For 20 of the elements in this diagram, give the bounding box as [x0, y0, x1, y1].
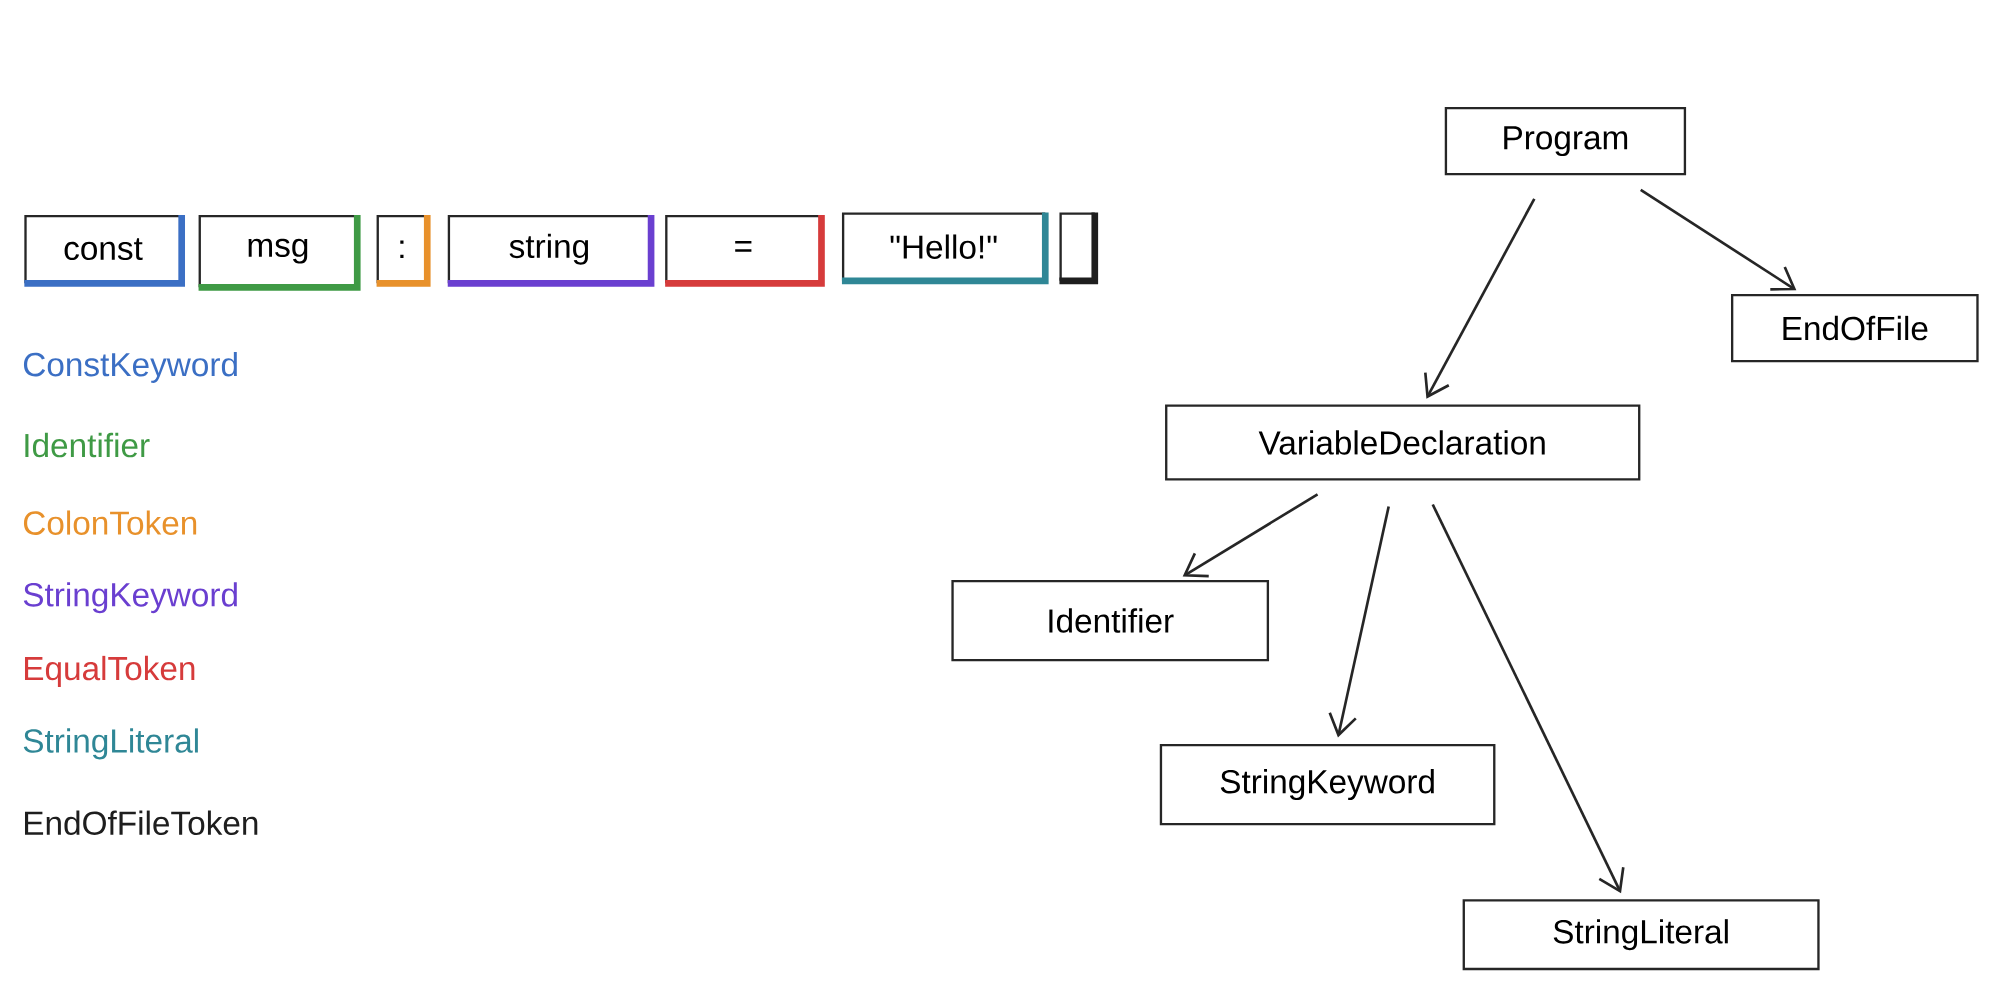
- tree-node-box: EndOfFile: [1731, 293, 1979, 363]
- arrow: [1182, 493, 1319, 578]
- tree-node-box: StringLiteral: [1462, 899, 1820, 971]
- arrow: [1640, 188, 1797, 291]
- tree-node-box: StringKeyword: [1159, 743, 1496, 826]
- legend-label: ColonToken: [23, 510, 197, 535]
- tree-node-box: Identifier: [951, 579, 1270, 662]
- empty-box: [1059, 212, 1099, 285]
- legend-label: StringKeyword: [23, 582, 237, 614]
- arrow: [1328, 506, 1390, 738]
- tree-node-box: VariableDeclaration: [1165, 404, 1641, 481]
- legend-label: EqualToken: [25, 655, 195, 687]
- legend-label: Identifier: [25, 432, 150, 458]
- legend-label: ConstKeyword: [23, 351, 237, 383]
- tree-node-box: Program: [1444, 107, 1687, 176]
- legend-label: StringLiteral: [23, 728, 198, 760]
- token-box: "Hello!": [841, 212, 1049, 285]
- arrow: [1431, 503, 1625, 894]
- arrow: [1424, 198, 1536, 399]
- legend-label: EndOfFileToken: [25, 810, 258, 835]
